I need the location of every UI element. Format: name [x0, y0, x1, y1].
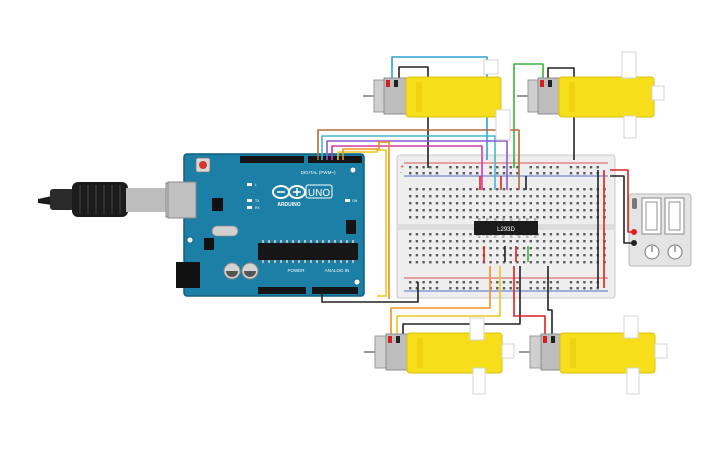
- rail-minus-top: -: [400, 170, 402, 176]
- header-analog-label: ANALOG IN: [325, 268, 350, 273]
- led-tx-label: TX: [255, 199, 260, 203]
- arduino-uno-board[interactable]: ARDUINO UNO DIGITAL (PWM~) POWER ANALOG …: [167, 153, 365, 297]
- header-digital-low: [308, 156, 362, 163]
- wire-motor3-yellow: [396, 266, 501, 342]
- dc-motor-1[interactable]: [363, 59, 511, 141]
- led-rx: [247, 206, 252, 209]
- led-on: [345, 199, 350, 202]
- header-digital-label: DIGITAL (PWM~): [301, 170, 336, 175]
- psu-switch[interactable]: [632, 198, 637, 209]
- l293d-chip[interactable]: L293D: [474, 218, 538, 238]
- regulator-chip: [204, 238, 214, 250]
- wire-motor4-red: [513, 266, 546, 342]
- wire-arduino-brown: [317, 129, 520, 190]
- wire-arduino-teal: [321, 135, 496, 190]
- led-l: [247, 183, 252, 186]
- wire-arduino-purple: [326, 140, 508, 190]
- psu-display-1: [641, 197, 662, 235]
- wire-motor3-orange: [390, 266, 491, 342]
- wire-motor2-green: [513, 63, 544, 168]
- arduino-logo: [272, 185, 306, 199]
- header-analog: [312, 287, 358, 294]
- led-tx: [247, 199, 252, 202]
- psu-display-2: [664, 197, 685, 235]
- usb-jack: [167, 181, 197, 219]
- icsp-header: [346, 220, 356, 234]
- header-power-label: POWER: [287, 268, 305, 273]
- usb-cable: [38, 182, 189, 218]
- dc-motor-2[interactable]: [517, 51, 665, 139]
- arduino-brand-text: ARDUINO: [277, 202, 300, 208]
- rail-plus-top: +: [400, 164, 404, 170]
- dc-motor-3[interactable]: [364, 317, 515, 395]
- header-digital-high: [240, 156, 304, 163]
- chip-label: L293D: [497, 227, 515, 233]
- dc-motor-4[interactable]: [519, 315, 668, 395]
- atmega-chip: [258, 243, 358, 260]
- arduino-model-text: UNO: [308, 188, 330, 199]
- power-supply[interactable]: [628, 193, 692, 267]
- wire-arduino-orange: [342, 141, 390, 299]
- led-rx-label: RX: [255, 206, 261, 210]
- led-on-label: ON: [352, 199, 358, 203]
- usb-chip: [212, 198, 223, 211]
- led-l-label: L: [255, 183, 257, 187]
- wire-arduino-magenta: [331, 145, 483, 190]
- header-power: [258, 287, 306, 294]
- reset-button-cap[interactable]: [199, 161, 207, 169]
- crystal: [211, 225, 239, 237]
- wire-arduino-yellow: [337, 149, 387, 297]
- power-jack: [176, 262, 200, 288]
